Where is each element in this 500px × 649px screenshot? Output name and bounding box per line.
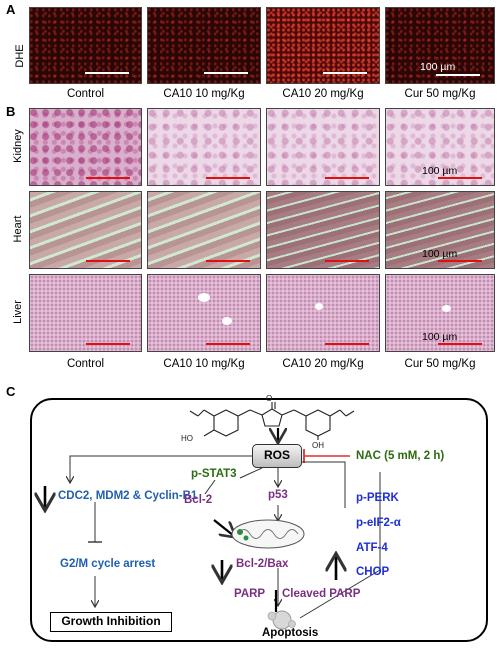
kidney-image-ca10-10 [147, 108, 261, 186]
scale-bar [206, 343, 250, 345]
ros-node: ROS [252, 444, 302, 468]
dhe-image-control [29, 7, 142, 84]
liver-image-ca10-10 [147, 274, 261, 352]
growth-inhibition-node: Growth Inhibition [50, 612, 172, 632]
cleaved-parp-label: Cleaved PARP [282, 588, 361, 600]
peif2a-label: p-eIF2-α [356, 517, 401, 529]
scale-bar [325, 260, 369, 262]
column-label: Cur 50 mg/Kg [404, 358, 476, 370]
scale-bar [438, 343, 482, 345]
column-label: Control [66, 358, 105, 370]
dhe-image-ca10-20 [266, 7, 380, 84]
column-label: CA10 10 mg/Kg [163, 88, 245, 100]
heart-image-control [29, 191, 142, 269]
scale-bar [86, 343, 130, 345]
chop-label: CHOP [356, 566, 390, 578]
panel-label-b: B [6, 104, 16, 119]
kidney-image-control [29, 108, 142, 186]
column-label: Control [66, 88, 105, 100]
panel-label-c: C [6, 384, 16, 399]
cdc2-label: CDC2, MDM2 & Cyclin-B1 [58, 490, 198, 502]
liver-image-cur-50: 100 µm [385, 274, 495, 352]
scale-bar [438, 177, 482, 179]
scale-bar [204, 72, 248, 74]
scale-bar [323, 72, 367, 74]
bcl2-label: Bcl-2 [184, 494, 213, 506]
svg-text:HO: HO [181, 434, 193, 443]
mitochondrion-icon [231, 519, 305, 549]
scale-label: 100 µm [422, 165, 458, 177]
scale-bar [86, 177, 130, 179]
heart-image-ca10-10 [147, 191, 261, 269]
liver-image-ca10-20 [266, 274, 380, 352]
scale-label: 100 µm [420, 61, 456, 73]
pstat3-label: p-STAT3 [191, 468, 237, 480]
column-label: Cur 50 mg/Kg [404, 88, 476, 100]
svg-text:OH: OH [312, 441, 324, 450]
scale-bar [86, 260, 130, 262]
central-vein [315, 303, 323, 310]
atf4-label: ATF-4 [356, 542, 388, 554]
p53-label: p53 [268, 489, 288, 501]
column-label: CA10 20 mg/Kg [282, 358, 364, 370]
central-vein [198, 293, 210, 302]
g2m-arrest-label: G2/M cycle arrest [60, 558, 156, 570]
kidney-image-cur-50: 100 µm [385, 108, 495, 186]
bcl2-bax-label: Bcl-2/Bax [236, 558, 289, 570]
scale-bar [206, 177, 250, 179]
pperk-label: p-PERK [356, 492, 399, 504]
svg-text:O: O [266, 394, 272, 403]
scale-bar [206, 260, 250, 262]
column-label: CA10 10 mg/Kg [163, 358, 245, 370]
nac-label: NAC (5 mM, 2 h) [356, 450, 445, 462]
scale-bar [436, 74, 480, 76]
scale-bar [85, 72, 129, 74]
kidney-image-ca10-20 [266, 108, 380, 186]
central-vein [222, 317, 232, 325]
central-vein [442, 305, 451, 312]
heart-image-cur-50: 100 µm [385, 191, 495, 269]
scale-bar [325, 343, 369, 345]
parp-label: PARP [234, 588, 266, 600]
scale-bar [325, 177, 369, 179]
liver-image-control [29, 274, 142, 352]
panel-label-a: A [6, 2, 16, 17]
scale-label: 100 µm [422, 248, 458, 260]
heart-image-ca10-20 [266, 191, 380, 269]
apoptotic-cell-icon [267, 610, 296, 630]
dhe-image-cur-50: 100 µm [385, 7, 495, 84]
chemical-structure [189, 402, 355, 440]
dhe-image-ca10-10 [147, 7, 261, 84]
pathway-diagram-frame [30, 398, 488, 642]
column-label: CA10 20 mg/Kg [282, 88, 364, 100]
apoptosis-label: Apoptosis [262, 627, 319, 639]
scale-label: 100 µm [422, 331, 458, 343]
scale-bar [438, 260, 482, 262]
